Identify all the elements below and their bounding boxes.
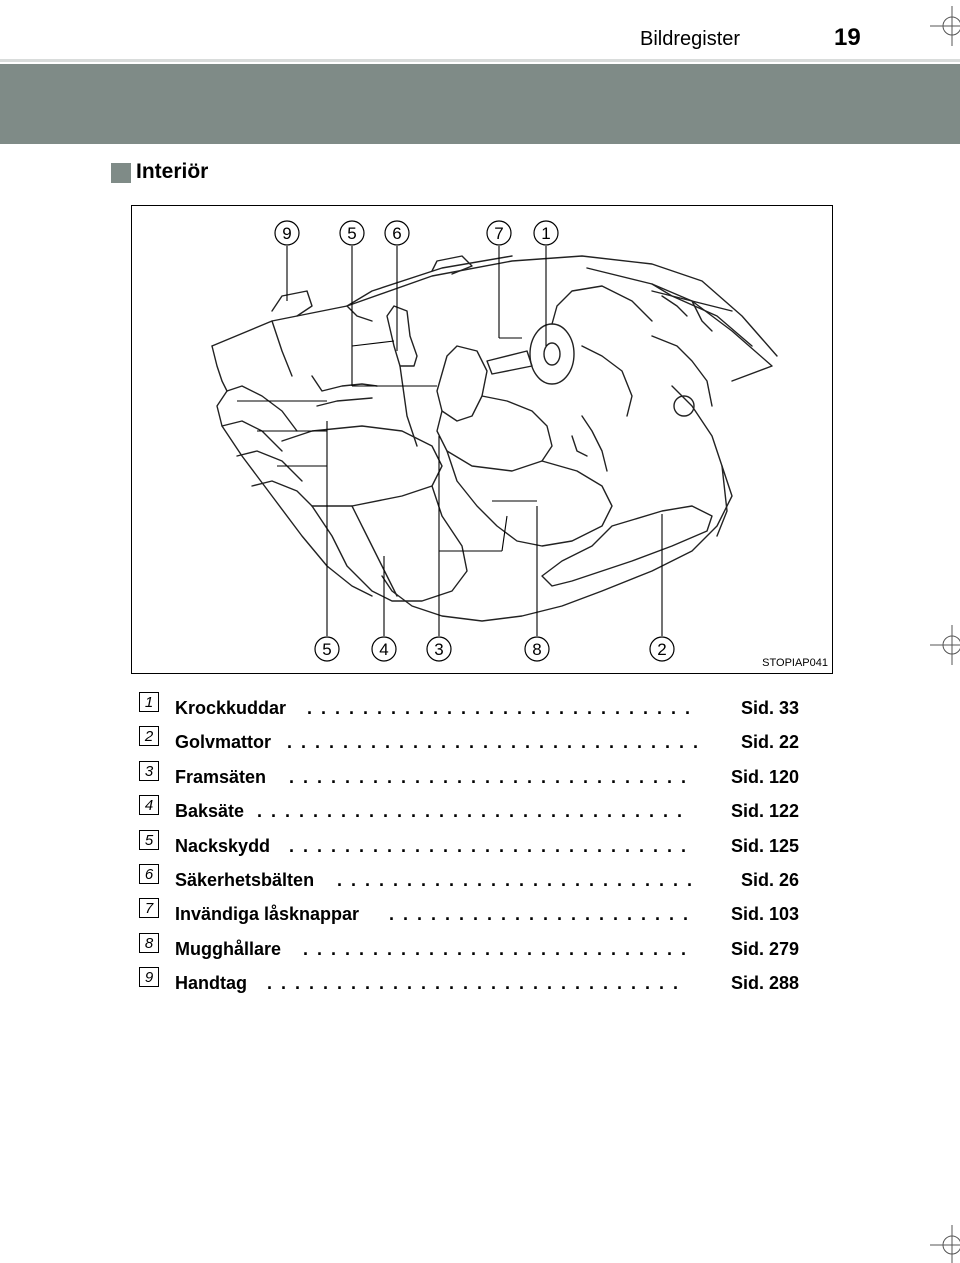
callout-label: 2: [657, 640, 666, 659]
callout-top-9: 9: [274, 220, 300, 246]
legend-label: Handtag: [175, 973, 247, 993]
callout-bottom-2: 2: [649, 636, 675, 662]
legend-number-box: 3: [139, 761, 159, 781]
callout-label: 4: [379, 640, 388, 659]
running-header-title: Bildregister: [640, 28, 741, 50]
legend-label: Baksäte: [175, 801, 245, 821]
legend-page-ref: Sid. 279: [730, 939, 799, 959]
legend-number-box: 1: [139, 692, 159, 712]
callout-label: 5: [322, 640, 331, 659]
page-number: 19: [834, 24, 861, 51]
callout-label: 9: [282, 224, 291, 243]
legend-label: Säkerhetsbälten: [175, 870, 315, 890]
figure-code: STOPIAP041: [762, 657, 828, 669]
legend-number-box: 9: [139, 967, 159, 987]
callout-bottom-4: 4: [371, 636, 397, 662]
callout-label: 6: [392, 224, 401, 243]
section-marker: [111, 163, 131, 183]
legend-page-ref: Sid. 26: [740, 870, 799, 890]
legend-number-box: 6: [139, 864, 159, 884]
leader-dots: . . . . . . . . . . . . . . . . . . . . …: [337, 870, 697, 890]
registration-mark-top-right: [930, 6, 960, 46]
legend-item[interactable]: 8 Mugghållare . . . . . . . . . . . . . …: [139, 933, 799, 973]
legend-number-box: 5: [139, 830, 159, 850]
callout-top-1: 1: [533, 220, 559, 246]
legend-item[interactable]: 7 Invändiga låsknappar . . . . . . . . .…: [139, 898, 799, 938]
callout-label: 5: [347, 224, 356, 243]
callout-label: 7: [494, 224, 503, 243]
legend-label: Invändiga låsknappar: [175, 904, 360, 924]
legend-item[interactable]: 1 Krockkuddar . . . . . . . . . . . . . …: [139, 692, 799, 732]
leader-dots: . . . . . . . . . . . . . . . . . . . . …: [257, 801, 687, 821]
callout-top-6: 6: [384, 220, 410, 246]
banner-top-rule: [0, 59, 960, 62]
legend-item[interactable]: 3 Framsäten . . . . . . . . . . . . . . …: [139, 761, 799, 801]
leader-dots: . . . . . . . . . . . . . . . . . . . . …: [289, 767, 687, 787]
legend-page-ref: Sid. 122: [730, 801, 799, 821]
legend-page-ref: Sid. 103: [730, 904, 799, 924]
leader-dots: . . . . . . . . . . . . . . . . . . . . …: [267, 973, 687, 993]
callout-top-7: 7: [486, 220, 512, 246]
leader-dots: . . . . . . . . . . . . . . . . . . . . …: [289, 836, 687, 856]
section-title: Interiör: [136, 160, 209, 183]
interior-illustration: 9 5 6 7 1 5 4: [131, 205, 833, 674]
legend-number-box: 7: [139, 898, 159, 918]
leader-dots: . . . . . . . . . . . . . . . . . . . . …: [303, 939, 687, 959]
leader-dots: . . . . . . . . . . . . . . . . . . . . …: [287, 732, 697, 752]
legend-label: Nackskydd: [175, 836, 271, 856]
registration-mark-right: [930, 625, 960, 665]
legend-item[interactable]: 5 Nackskydd . . . . . . . . . . . . . . …: [139, 830, 799, 870]
legend-page-ref: Sid. 120: [730, 767, 799, 787]
legend-page-ref: Sid. 288: [730, 973, 799, 993]
legend-label: Golvmattor: [175, 732, 272, 752]
legend-item[interactable]: 6 Säkerhetsbälten . . . . . . . . . . . …: [139, 864, 799, 904]
legend-page-ref: Sid. 22: [740, 732, 799, 752]
callout-top-5: 5: [339, 220, 365, 246]
legend-item[interactable]: 9 Handtag . . . . . . . . . . . . . . . …: [139, 967, 799, 1007]
callout-bottom-3: 3: [426, 636, 452, 662]
callout-bottom-8: 8: [524, 636, 550, 662]
leader-dots: . . . . . . . . . . . . . . . . . . . . …: [389, 904, 687, 924]
legend-number-box: 4: [139, 795, 159, 815]
legend-number-box: 8: [139, 933, 159, 953]
callout-label: 3: [434, 640, 443, 659]
callout-bottom-5: 5: [314, 636, 340, 662]
legend-label: Framsäten: [175, 767, 267, 787]
legend-label: Mugghållare: [175, 939, 282, 959]
legend-number-box: 2: [139, 726, 159, 746]
registration-mark-bottom-right: [930, 1225, 960, 1263]
legend-item[interactable]: 2 Golvmattor . . . . . . . . . . . . . .…: [139, 726, 799, 766]
leader-dots: . . . . . . . . . . . . . . . . . . . . …: [307, 698, 697, 718]
legend-label: Krockkuddar: [175, 698, 287, 718]
legend-item[interactable]: 4 Baksäte . . . . . . . . . . . . . . . …: [139, 795, 799, 835]
callout-label: 8: [532, 640, 541, 659]
header-banner: [0, 64, 960, 144]
legend-page-ref: Sid. 33: [740, 698, 799, 718]
car-interior-drawing: 9 5 6 7 1 5 4: [211, 220, 778, 662]
callout-label: 1: [541, 224, 550, 243]
legend-page-ref: Sid. 125: [730, 836, 799, 856]
